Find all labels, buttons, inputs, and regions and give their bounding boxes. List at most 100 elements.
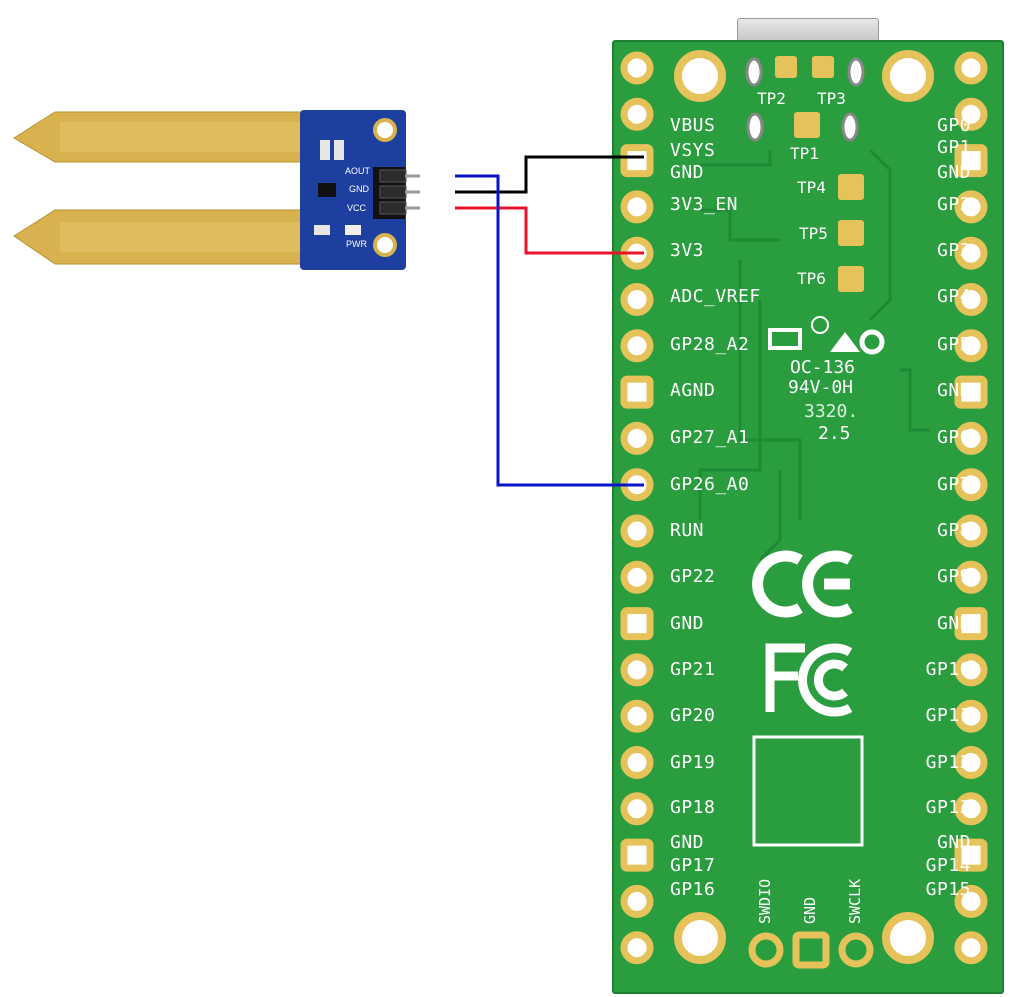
tp5-pad xyxy=(838,220,864,246)
right-pin-label-gp7: GP7 xyxy=(936,474,971,495)
left-pad xyxy=(620,931,654,965)
left-pad xyxy=(620,51,654,85)
swdio-pad xyxy=(748,932,784,968)
right-pad xyxy=(954,838,988,872)
right-pin-label-gp15: GP15 xyxy=(925,879,971,900)
left-pin-label-run: RUN xyxy=(670,520,705,541)
left-pad xyxy=(620,746,654,779)
chip-outline xyxy=(752,735,864,847)
tp-pad xyxy=(812,56,834,78)
swclk-pad xyxy=(838,932,874,968)
right-pad xyxy=(954,514,988,548)
left-pad xyxy=(620,329,654,363)
right-pad xyxy=(954,51,988,85)
right-pad xyxy=(954,97,988,131)
right-pin-label-gp10: GP10 xyxy=(925,659,971,680)
left-pin-label-gnd: GND xyxy=(670,832,705,853)
right-pin-label-gnd: GND xyxy=(936,162,971,183)
right-pad xyxy=(954,144,988,178)
silk-2-5: 2.5 xyxy=(818,423,851,444)
left-pad xyxy=(620,97,654,131)
right-pad xyxy=(954,375,988,409)
power-led xyxy=(345,225,361,235)
transistor xyxy=(318,183,336,197)
right-pad xyxy=(954,421,988,455)
left-pad xyxy=(620,144,654,178)
mount-hole xyxy=(373,118,397,142)
mount-hole-tl xyxy=(674,50,726,102)
right-pin-label-gp2: GP2 xyxy=(936,194,971,215)
left-pad xyxy=(620,514,654,548)
swd-gnd-pad xyxy=(792,931,830,969)
tp-pad xyxy=(746,112,764,142)
right-pin-label-gp9: GP9 xyxy=(936,566,971,587)
sensor-power-label: PWR xyxy=(346,239,367,249)
left-pin-label-gp18: GP18 xyxy=(670,797,716,818)
right-pin-label-gp4: GP4 xyxy=(936,286,971,307)
right-pad xyxy=(954,792,988,826)
left-pin-label-gnd: GND xyxy=(670,613,705,634)
right-pin-label-gp1: GP1 xyxy=(936,137,971,158)
sensor-pin-label-aout: AOUT xyxy=(345,166,371,176)
tp4-pad xyxy=(838,174,864,200)
left-pin-label-gnd: GND xyxy=(670,162,705,183)
right-pad xyxy=(954,607,988,641)
left-pad xyxy=(620,792,654,826)
left-pin-label-gp28_a2: GP28_A2 xyxy=(670,334,750,355)
left-pin-label-vsys: VSYS xyxy=(670,140,716,161)
sensor-pin-label-vcc: VCC xyxy=(347,203,367,213)
left-pad xyxy=(620,283,654,316)
left-pin-label-gp20: GP20 xyxy=(670,705,716,726)
right-pin-label-gp11: GP11 xyxy=(925,705,971,726)
right-pin-label-gp14: GP14 xyxy=(925,855,971,876)
right-pin-label-gp0: GP0 xyxy=(936,115,971,136)
right-pad xyxy=(954,884,988,918)
mount-hole xyxy=(373,233,397,257)
right-pad xyxy=(954,699,988,733)
left-pad xyxy=(620,375,654,409)
left-pin-label-3v3: 3V3 xyxy=(670,240,705,261)
soil-moisture-sensor xyxy=(13,110,420,270)
left-pin-label-gp22: GP22 xyxy=(670,566,716,587)
swdio-label: SWDIO xyxy=(756,878,774,924)
swd-gnd-label: GND xyxy=(801,896,819,924)
right-castellated-pads xyxy=(954,51,988,965)
tp1-label: TP1 xyxy=(790,144,819,163)
swclk-label: SWCLK xyxy=(846,878,864,924)
tp3-pad xyxy=(847,57,865,87)
tp4-label: TP4 xyxy=(797,178,826,197)
left-pin-label-gp27_a1: GP27_A1 xyxy=(670,427,750,448)
ce-mark xyxy=(752,550,853,618)
sensor-pin-label-gnd: GND xyxy=(349,184,369,194)
ul-logo xyxy=(768,316,885,355)
right-pad xyxy=(954,653,988,687)
right-pad xyxy=(954,746,988,779)
right-pad xyxy=(954,560,988,594)
mount-hole-bl xyxy=(674,912,726,964)
left-pad xyxy=(620,190,654,224)
right-pad xyxy=(954,329,988,363)
left-pad xyxy=(620,421,654,455)
left-pin-label-3v3_en: 3V3_EN xyxy=(670,194,739,215)
gnd-wire xyxy=(455,155,644,194)
left-pin-label-adc_vref: ADC_VREF xyxy=(670,286,761,307)
right-pin-label-gp8: GP8 xyxy=(936,520,971,541)
left-pad xyxy=(620,838,654,872)
left-pin-label-gp17: GP17 xyxy=(670,855,716,876)
tp6-label: TP6 xyxy=(797,269,826,288)
left-pin-label-agnd: AGND xyxy=(670,380,716,401)
tp2-label: TP2 xyxy=(757,89,786,108)
silk-oc136: OC-136 xyxy=(790,357,856,378)
left-pin-label-gp26_a0: GP26_A0 xyxy=(670,474,750,495)
right-pin-label-gnd: GND xyxy=(936,613,971,634)
tp-pad xyxy=(841,112,859,142)
left-pad xyxy=(620,699,654,733)
left-pin-label-gp21: GP21 xyxy=(670,659,716,680)
pcb-traces xyxy=(698,148,930,562)
tp-pad xyxy=(775,56,797,78)
right-pad xyxy=(954,931,988,965)
left-pin-label-vbus: VBUS xyxy=(670,115,716,136)
left-pad xyxy=(620,884,654,918)
